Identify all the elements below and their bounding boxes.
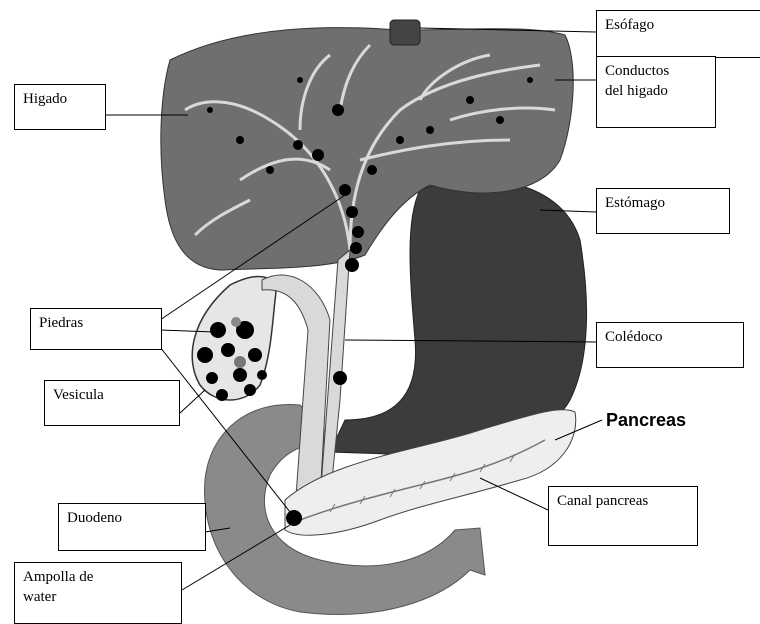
label-higado: Higado [14,84,106,130]
label-piedras: Piedras [30,308,162,350]
label-pancreas: Pancreas [606,410,686,431]
label-canal-pancreas: Canal pancreas [548,486,698,546]
gallbladder [192,277,276,400]
label-ampolla-de-water: Ampolla de water [14,562,182,624]
label-estomago: Estómago [596,188,730,234]
label-coledoco: Colédoco [596,322,744,368]
label-esofago: Esófago [596,10,760,58]
label-duodeno: Duodeno [58,503,206,551]
label-conductos-del-higado: Conductos del higado [596,56,716,128]
esophagus [390,20,420,45]
label-vesicula: Vesicula [44,380,180,426]
